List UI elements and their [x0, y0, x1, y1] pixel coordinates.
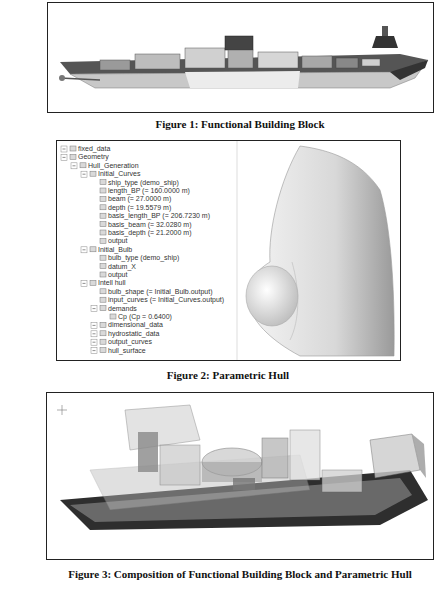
tree-item: beam (= 27.0000 m)	[108, 195, 171, 203]
figure-caption: Figure 1: Functional Building Block	[155, 118, 324, 131]
figure-caption: Figure 2: Parametric Hull	[167, 369, 289, 382]
tree-item: basis_depth (= 21.2000 m)	[108, 229, 191, 237]
ship-building-blocks	[59, 26, 428, 88]
tree-item: datum_X	[108, 263, 136, 271]
figure-caption: Figure 3: Composition of Functional Buil…	[68, 568, 412, 581]
tree-item: hydrostatic_data	[108, 330, 159, 338]
tree-item: hull_surface	[108, 347, 146, 355]
tree-item: Intell hull	[98, 279, 126, 287]
tree-item: ship_type (demo_ship)	[108, 179, 179, 187]
pane-divider	[237, 141, 238, 360]
tree-item: basis_length_BP (= 206.7230 m)	[108, 212, 210, 220]
tree-item: length_BP (= 160.0000 m)	[108, 187, 190, 195]
tree-item: Cp (Cp = 0.6400)	[118, 313, 172, 321]
tree-item: fixed_data	[78, 145, 110, 153]
figure-frame	[57, 141, 401, 361]
tree-item: dimensional_data	[108, 321, 163, 329]
tree-item: basis_beam (= 32.0280 m)	[108, 221, 191, 229]
tree-item: Hull_Generation	[88, 162, 139, 170]
tree-item: bulb_type (demo_ship)	[108, 254, 179, 262]
parametric-hull	[246, 146, 394, 356]
tree-item: depth (= 19.5579 m)	[108, 204, 171, 212]
tree-item: output_curves	[108, 338, 152, 346]
tree-item: Initial_Curves	[98, 170, 140, 178]
figure-frame	[48, 3, 434, 113]
tree-item: output	[108, 271, 127, 279]
tree-item: bulb_shape (= Initial_Bulb.output)	[108, 288, 213, 296]
figure-frame	[47, 393, 434, 560]
tree-item: Geometry	[78, 153, 109, 161]
composed-ship	[57, 405, 428, 530]
tree-item: input_curves (= Initial_Curves.output)	[108, 296, 224, 304]
tree-item: Initial_Bulb	[98, 246, 132, 254]
tree-item: output	[108, 237, 127, 245]
tree-item: demands	[108, 305, 137, 313]
